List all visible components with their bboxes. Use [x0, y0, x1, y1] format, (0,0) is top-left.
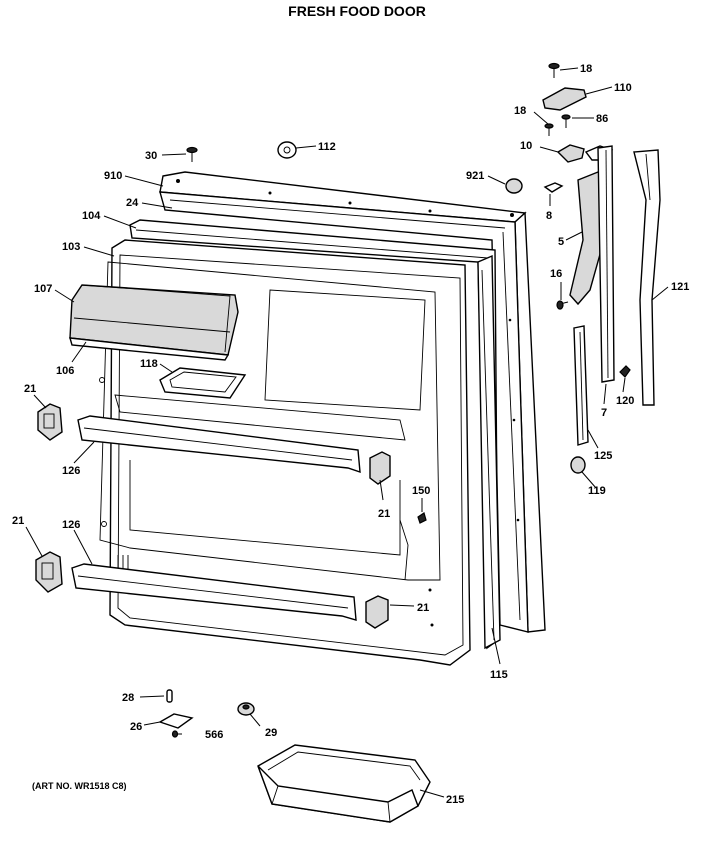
- callout-26: 26: [130, 721, 142, 733]
- lower-shelf-bar: [71, 563, 357, 621]
- callout-112: 112: [318, 141, 336, 153]
- callout-115: 115: [490, 669, 508, 681]
- callout-21: 21: [24, 383, 36, 395]
- callout-103: 103: [62, 241, 80, 253]
- callout-110: 110: [614, 82, 632, 94]
- callout-labels: 18 110 18 86 10 30 112 910 921 24 8 104 …: [12, 63, 689, 806]
- callout-118: 118: [140, 358, 158, 370]
- callout-18: 18: [580, 63, 592, 75]
- callout-215: 215: [446, 794, 464, 806]
- callout-121: 121: [671, 281, 689, 293]
- callout-120: 120: [616, 395, 634, 407]
- callout-107: 107: [34, 283, 52, 295]
- handle-parts: [186, 62, 661, 524]
- diagram-title: FRESH FOOD DOOR: [288, 3, 426, 19]
- callout-16: 16: [550, 268, 562, 280]
- callout-126: 126: [62, 465, 80, 477]
- callout-29: 29: [265, 727, 277, 739]
- callout-21: 21: [12, 515, 24, 527]
- callout-7: 7: [601, 407, 607, 419]
- callout-921: 921: [466, 170, 484, 182]
- small-parts: [158, 689, 255, 738]
- callout-126: 126: [62, 519, 80, 531]
- callout-5: 5: [558, 236, 564, 248]
- callout-910: 910: [104, 170, 122, 182]
- shelf-end-caps: [35, 403, 391, 629]
- callout-106: 106: [56, 365, 74, 377]
- upper-shelf-bar: [77, 415, 361, 474]
- leader-lines: [25, 67, 669, 798]
- callout-150: 150: [412, 485, 430, 497]
- callout-28: 28: [122, 692, 134, 704]
- door-bin: [257, 744, 431, 823]
- callout-125: 125: [594, 450, 612, 462]
- callout-30: 30: [145, 150, 157, 162]
- callout-10: 10: [520, 140, 532, 152]
- callout-24: 24: [126, 197, 139, 209]
- callout-566: 566: [205, 729, 223, 741]
- callout-119: 119: [588, 485, 606, 497]
- callout-104: 104: [82, 210, 101, 222]
- callout-18: 18: [514, 105, 526, 117]
- callout-21: 21: [378, 508, 390, 520]
- dairy-door: [69, 284, 239, 361]
- art-number: (ART NO. WR1518 C8): [32, 781, 127, 791]
- butter-tray: [159, 367, 247, 399]
- callout-86: 86: [596, 113, 608, 125]
- callout-21: 21: [417, 602, 429, 614]
- callout-8: 8: [546, 210, 552, 222]
- outer-door-panel: [159, 171, 546, 633]
- door-gasket: [129, 219, 501, 650]
